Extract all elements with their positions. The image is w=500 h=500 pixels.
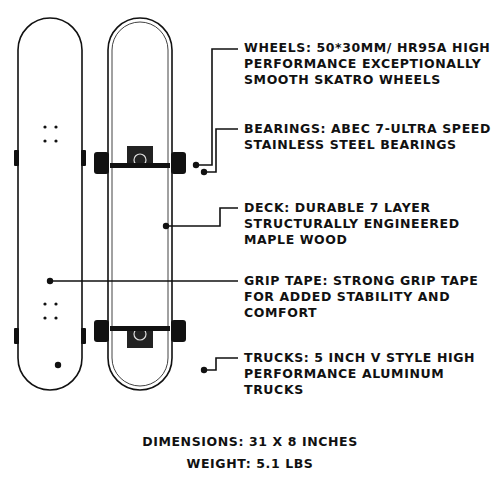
truck <box>94 320 186 348</box>
deck-bottom-outline <box>108 18 172 390</box>
weight-text: WEIGHT: 5.1 LBS <box>60 456 440 472</box>
callout-text: DECK: DURABLE 7 LAYER STRUCTURALLY ENGIN… <box>244 200 492 248</box>
leader-dots <box>47 162 207 373</box>
callout-text: TRUCKS: 5 INCH V STYLE HIGH PERFORMANCE … <box>244 350 492 398</box>
callout-text: GRIP TAPE: STRONG GRIP TAPE FOR ADDED ST… <box>244 273 492 321</box>
leader-lines <box>50 49 238 370</box>
callout-text: WHEELS: 50*30MM/ HR95A HIGH PERFORMANCE … <box>244 40 492 88</box>
deck-inner-outline <box>112 22 168 386</box>
truck <box>94 146 186 174</box>
deck-top-outline <box>18 18 82 390</box>
dimension-text: DIMENSIONS: 31 X 8 INCHES <box>60 434 440 450</box>
callout-text: BEARINGS: ABEC 7-ULTRA SPEED STAINLESS S… <box>244 121 492 153</box>
